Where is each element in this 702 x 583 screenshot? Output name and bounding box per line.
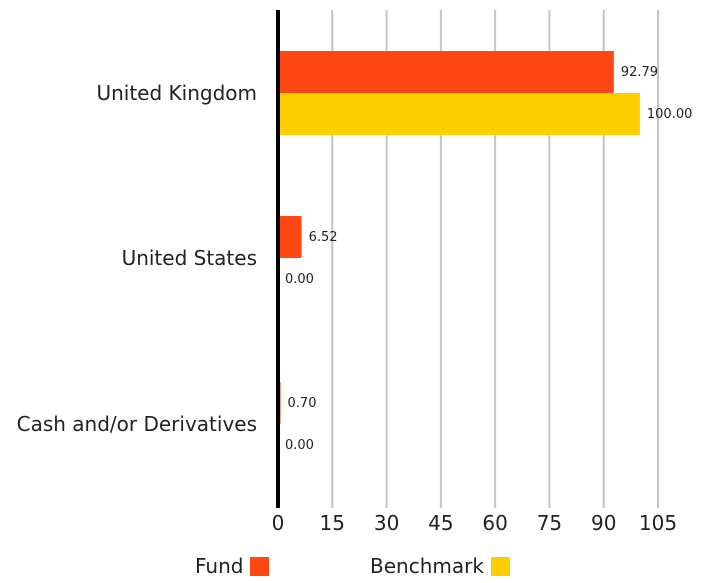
x-tick-label-0: 0 [272, 511, 285, 535]
data-label-benchmark-cash-and-or-derivatives: 0.00 [285, 438, 314, 453]
legend-swatch-benchmark [490, 556, 510, 576]
legend-swatch-fund [250, 556, 270, 576]
x-tick-label-45: 45 [428, 511, 453, 535]
legend-item-fund: Fund [195, 553, 270, 579]
category-label-united-kingdom: United Kingdom [96, 81, 257, 105]
legend-item-benchmark: Benchmark [370, 553, 510, 579]
x-tick-label-30: 30 [374, 511, 399, 535]
data-label-benchmark-united-kingdom: 100.00 [647, 107, 693, 122]
data-label-benchmark-united-states: 0.00 [285, 272, 314, 287]
x-tick-label-15: 15 [320, 511, 345, 535]
data-label-fund-united-states: 6.52 [309, 230, 338, 245]
category-label-cash-and-or-derivatives: Cash and/or Derivatives [17, 412, 257, 436]
x-tick-labels: 0 15 30 45 60 75 90 105 [272, 511, 677, 535]
legend-label-fund: Fund [195, 554, 244, 578]
bar-benchmark-united-kingdom [278, 93, 640, 135]
bar-chart: 92.79 100.00 6.52 0.00 0.70 0.00 United Kingd… [17, 10, 692, 535]
x-tick-label-75: 75 [537, 511, 562, 535]
x-tick-label-105: 105 [639, 511, 677, 535]
data-label-fund-cash-and-or-derivatives: 0.70 [288, 396, 317, 411]
category-label-united-states: United States [122, 246, 257, 270]
legend-label-benchmark: Benchmark [370, 554, 484, 578]
x-tick-label-90: 90 [591, 511, 616, 535]
data-labels: 92.79 100.00 6.52 0.00 0.70 0.00 [285, 65, 692, 453]
bars [278, 51, 640, 424]
bar-fund-united-states [278, 216, 302, 258]
x-tick-label-60: 60 [482, 511, 507, 535]
bar-fund-united-kingdom [278, 51, 614, 93]
data-label-fund-united-kingdom: 92.79 [621, 65, 658, 80]
